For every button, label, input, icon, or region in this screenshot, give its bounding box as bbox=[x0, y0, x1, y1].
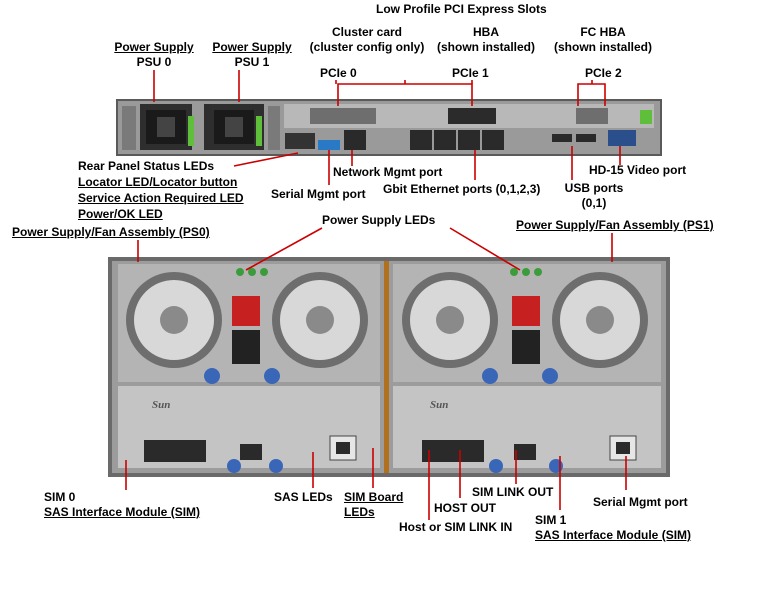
sun-logo-sim1: Sun bbox=[430, 399, 448, 411]
usb-ports-label: USB ports (0,1) bbox=[558, 181, 630, 211]
sim1-line1: SIM 1 bbox=[535, 513, 567, 527]
psu1-line1: Power Supply bbox=[212, 40, 292, 54]
psu1-module bbox=[204, 104, 264, 150]
cluster-card-label: Cluster card (cluster config only) bbox=[300, 25, 434, 55]
pcie2-label: PCIe 2 bbox=[585, 66, 622, 80]
service-led-label: Service Action Required LED bbox=[78, 191, 244, 205]
usb-ports-line1: USB ports bbox=[564, 181, 624, 195]
serial-mgmt-label-bottom: Serial Mgmt port bbox=[593, 495, 688, 509]
pcie1-label: PCIe 1 bbox=[452, 66, 489, 80]
sim-link-out-label: SIM LINK OUT bbox=[472, 485, 554, 499]
sim0-line1: SIM 0 bbox=[44, 490, 76, 504]
fc-hba-line2: (shown installed) bbox=[553, 40, 652, 54]
leader-lines bbox=[125, 70, 627, 520]
sim1-label: SIM 1 SAS Interface Module (SIM) bbox=[535, 513, 691, 543]
psu0-line2: PSU 0 bbox=[136, 55, 172, 69]
serial-mgmt-label-top: Serial Mgmt port bbox=[271, 187, 366, 201]
fc-hba-line1: FC HBA bbox=[580, 25, 626, 39]
psu1-line2: PSU 1 bbox=[234, 55, 270, 69]
power-supply-leds-label: Power Supply LEDs bbox=[322, 213, 436, 227]
sim1-module bbox=[393, 386, 661, 473]
gbit-ethernet-label: Gbit Ethernet ports (0,1,2,3) bbox=[383, 182, 541, 196]
ethernet-ports bbox=[410, 130, 504, 150]
psfa-ps0-label: Power Supply/Fan Assembly (PS0) bbox=[12, 225, 210, 239]
ps1-fan-assembly bbox=[393, 264, 661, 384]
hd15-video-label: HD-15 Video port bbox=[589, 163, 687, 177]
hba-line1: HBA bbox=[473, 25, 499, 39]
power-ok-led-label: Power/OK LED bbox=[78, 207, 163, 221]
host-out-label: HOST OUT bbox=[434, 501, 496, 515]
fc-hba-label: FC HBA (shown installed) bbox=[546, 25, 660, 55]
psu1-label: Power Supply PSU 1 bbox=[206, 40, 298, 70]
psu0-module bbox=[140, 104, 194, 150]
cluster-card-line1: Cluster card bbox=[331, 25, 403, 39]
jbod-rear-panel: Sun Sun bbox=[108, 257, 670, 477]
usb-ports-line2: (0,1) bbox=[581, 196, 607, 210]
sim-board-leds-label: SIM Board LEDs bbox=[344, 490, 403, 520]
rear-status-leds-label: Rear Panel Status LEDs bbox=[78, 159, 215, 173]
sim0-line2: SAS Interface Module (SIM) bbox=[44, 505, 201, 519]
locator-led-label: Locator LED/Locator button bbox=[78, 175, 238, 189]
sas-leds-label: SAS LEDs bbox=[274, 490, 333, 504]
server-rear-panel bbox=[116, 99, 662, 156]
hba-label: HBA (shown installed) bbox=[430, 25, 542, 55]
sim0-module bbox=[118, 386, 380, 473]
sim1-line2: SAS Interface Module (SIM) bbox=[535, 528, 692, 542]
host-or-sim-link-in-label: Host or SIM LINK IN bbox=[399, 520, 513, 534]
pci-slots-title: Low Profile PCI Express Slots bbox=[376, 2, 547, 16]
psu0-label: Power Supply PSU 0 bbox=[106, 40, 202, 70]
sim-board-leds-line1: SIM Board bbox=[344, 490, 404, 504]
sun-logo-sim0: Sun bbox=[152, 399, 170, 411]
network-mgmt-label: Network Mgmt port bbox=[333, 165, 443, 179]
psfa-ps1-label: Power Supply/Fan Assembly (PS1) bbox=[516, 218, 714, 232]
sim-board-leds-line2: LEDs bbox=[344, 505, 375, 519]
sim0-label: SIM 0 SAS Interface Module (SIM) bbox=[44, 490, 200, 520]
cluster-card-line2: (cluster config only) bbox=[309, 40, 425, 54]
hba-line2: (shown installed) bbox=[436, 40, 535, 54]
pcie0-label: PCIe 0 bbox=[320, 66, 357, 80]
psu0-line1: Power Supply bbox=[114, 40, 194, 54]
ps0-fan-assembly bbox=[118, 264, 380, 384]
